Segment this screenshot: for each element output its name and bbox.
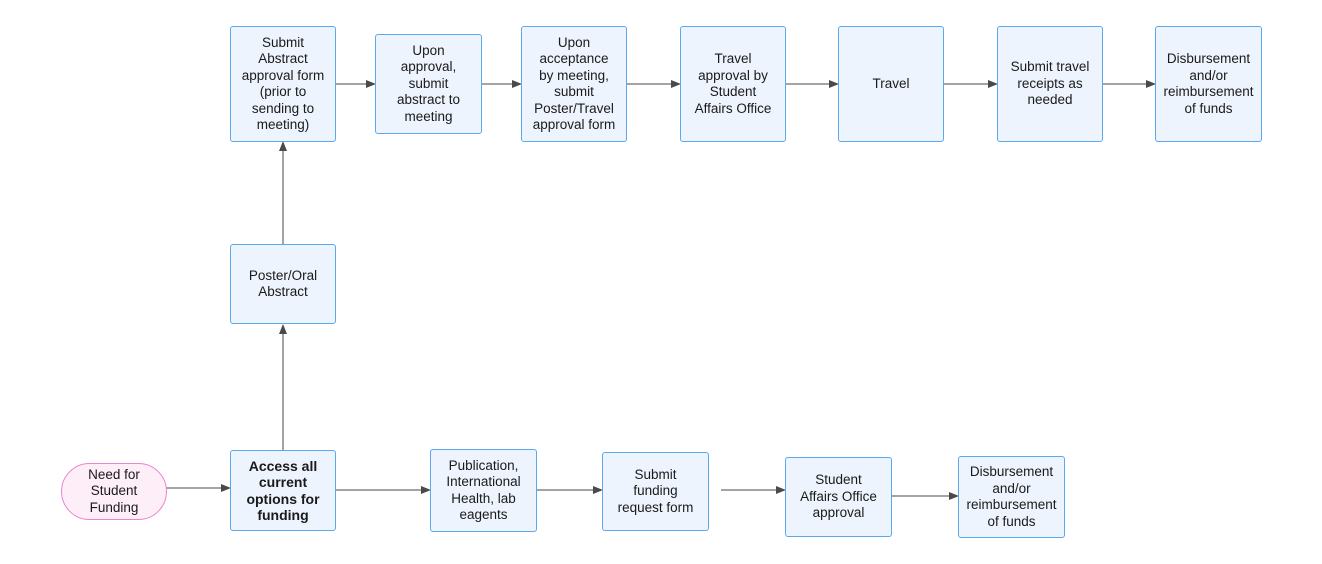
node-submit-travel-receipts[interactable]: Submit travel receipts as needed xyxy=(997,26,1103,142)
node-submit-funding-request[interactable]: Submit funding request form xyxy=(602,452,709,531)
node-submit-abstract-approval[interactable]: Submit Abstract approval form (prior to … xyxy=(230,26,336,142)
node-need-for-student-funding[interactable]: Need for Student Funding xyxy=(61,463,167,520)
node-poster-oral-abstract[interactable]: Poster/Oral Abstract xyxy=(230,244,336,324)
node-upon-acceptance[interactable]: Upon acceptance by meeting, submit Poste… xyxy=(521,26,627,142)
node-disbursement-top[interactable]: Disbursement and/or reimbursement of fun… xyxy=(1155,26,1262,142)
node-travel-approval[interactable]: Travel approval by Student Affairs Offic… xyxy=(680,26,786,142)
node-upon-approval[interactable]: Upon approval, submit abstract to meetin… xyxy=(375,34,482,134)
node-student-affairs-approval[interactable]: Student Affairs Office approval xyxy=(785,457,892,537)
node-disbursement-bottom[interactable]: Disbursement and/or reimbursement of fun… xyxy=(958,456,1065,538)
node-access-all-options[interactable]: Access all current options for funding xyxy=(230,450,336,531)
node-travel[interactable]: Travel xyxy=(838,26,944,142)
node-publication-health-lab[interactable]: Publication, International Health, lab e… xyxy=(430,449,537,532)
